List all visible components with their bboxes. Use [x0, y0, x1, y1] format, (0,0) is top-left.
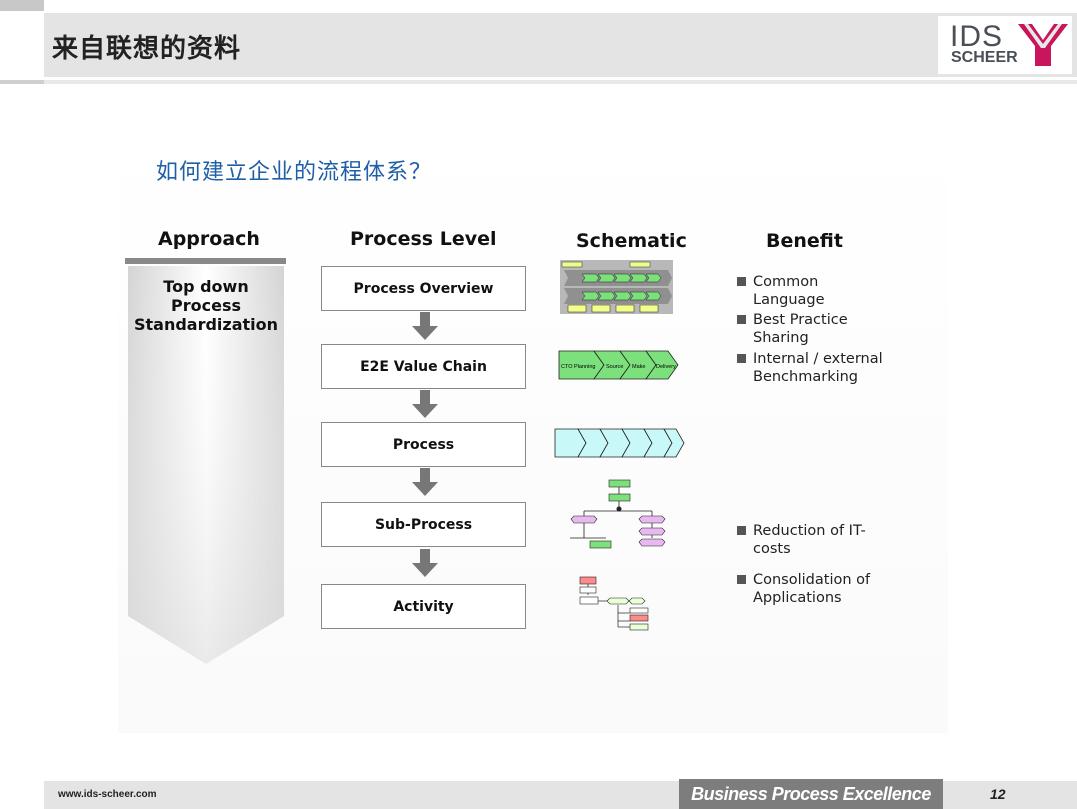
approach-text-line3: Standardization — [133, 315, 279, 334]
bullet-icon — [737, 526, 746, 535]
down-arrow-icon — [412, 549, 438, 577]
down-arrow-icon — [412, 390, 438, 418]
schematic-subprocess-tree-icon — [570, 479, 666, 549]
down-arrow-icon — [412, 312, 438, 340]
benefit-item: Internal / external Benchmarking — [737, 350, 917, 386]
footer-left-block — [0, 781, 44, 809]
slide-subtitle: 如何建立企业的流程体系？ — [156, 160, 433, 185]
benefit-line: Internal / external — [753, 351, 883, 367]
schematic-activity-diagram-icon — [579, 576, 649, 631]
schematic-process-overview-icon — [560, 260, 673, 314]
process-box-subprocess: Sub-Process — [321, 502, 526, 547]
benefit-line: costs — [753, 541, 791, 557]
header-underline-left — [0, 80, 44, 84]
benefit-line: Benchmarking — [753, 369, 859, 385]
bullet-icon — [737, 277, 746, 286]
col-header-approach: Approach — [158, 228, 260, 250]
bullet-icon — [737, 315, 746, 324]
bullet-icon — [737, 354, 746, 363]
page-title: 来自联想的资料 — [52, 34, 242, 64]
header-underline — [0, 80, 1077, 84]
process-box-overview: Process Overview — [321, 266, 526, 311]
benefit-line: Applications — [753, 590, 842, 606]
logo-text-scheer: SCHEER — [951, 49, 1018, 66]
footer-url[interactable]: www.ids-scheer.com — [58, 789, 157, 800]
chain-label: Delivery — [656, 364, 676, 370]
col-header-schematic: Schematic — [576, 230, 687, 252]
bullet-icon — [737, 575, 746, 584]
benefit-line: Sharing — [753, 330, 809, 346]
benefit-line: Consolidation of — [753, 572, 871, 588]
down-arrow-icon — [412, 468, 438, 496]
approach-down-arrow — [128, 266, 284, 664]
chain-label: CTO Planning — [561, 364, 595, 370]
footer-slogan-background — [679, 779, 943, 809]
benefit-item: Common Language — [737, 273, 917, 309]
header-band — [0, 11, 1077, 77]
approach-bar — [125, 258, 286, 264]
header-corner — [0, 0, 44, 11]
page-number: 12 — [990, 786, 1006, 802]
col-header-benefit: Benefit — [766, 230, 843, 252]
col-header-process-level: Process Level — [350, 228, 497, 250]
benefit-line: Best Practice — [753, 312, 848, 328]
process-box-process: Process — [321, 422, 526, 467]
benefit-item: Consolidation of Applications — [737, 571, 917, 607]
logo-text-ids: IDS — [950, 20, 1004, 53]
chain-label: Make — [632, 364, 645, 370]
approach-text-line1: Top down — [163, 277, 249, 296]
approach-text-line2: Process — [171, 296, 241, 315]
footer-slogan: Business Process Excellence — [691, 784, 931, 804]
schematic-value-chain: CTO Planning Source Make Delivery — [558, 350, 679, 380]
chain-label: Source — [606, 364, 623, 370]
process-box-activity: Activity — [321, 584, 526, 629]
process-box-e2e: E2E Value Chain — [321, 344, 526, 389]
benefit-line: Language — [753, 292, 825, 308]
schematic-process-chain-icon — [554, 428, 685, 458]
benefit-item: Reduction of IT- costs — [737, 522, 917, 558]
benefit-line: Reduction of IT- — [753, 523, 866, 539]
benefit-line: Common — [753, 274, 819, 290]
header-left-block — [0, 13, 44, 77]
logo-mark-icon — [1018, 24, 1068, 66]
header-divider — [0, 11, 1077, 13]
benefit-item: Best Practice Sharing — [737, 311, 917, 347]
